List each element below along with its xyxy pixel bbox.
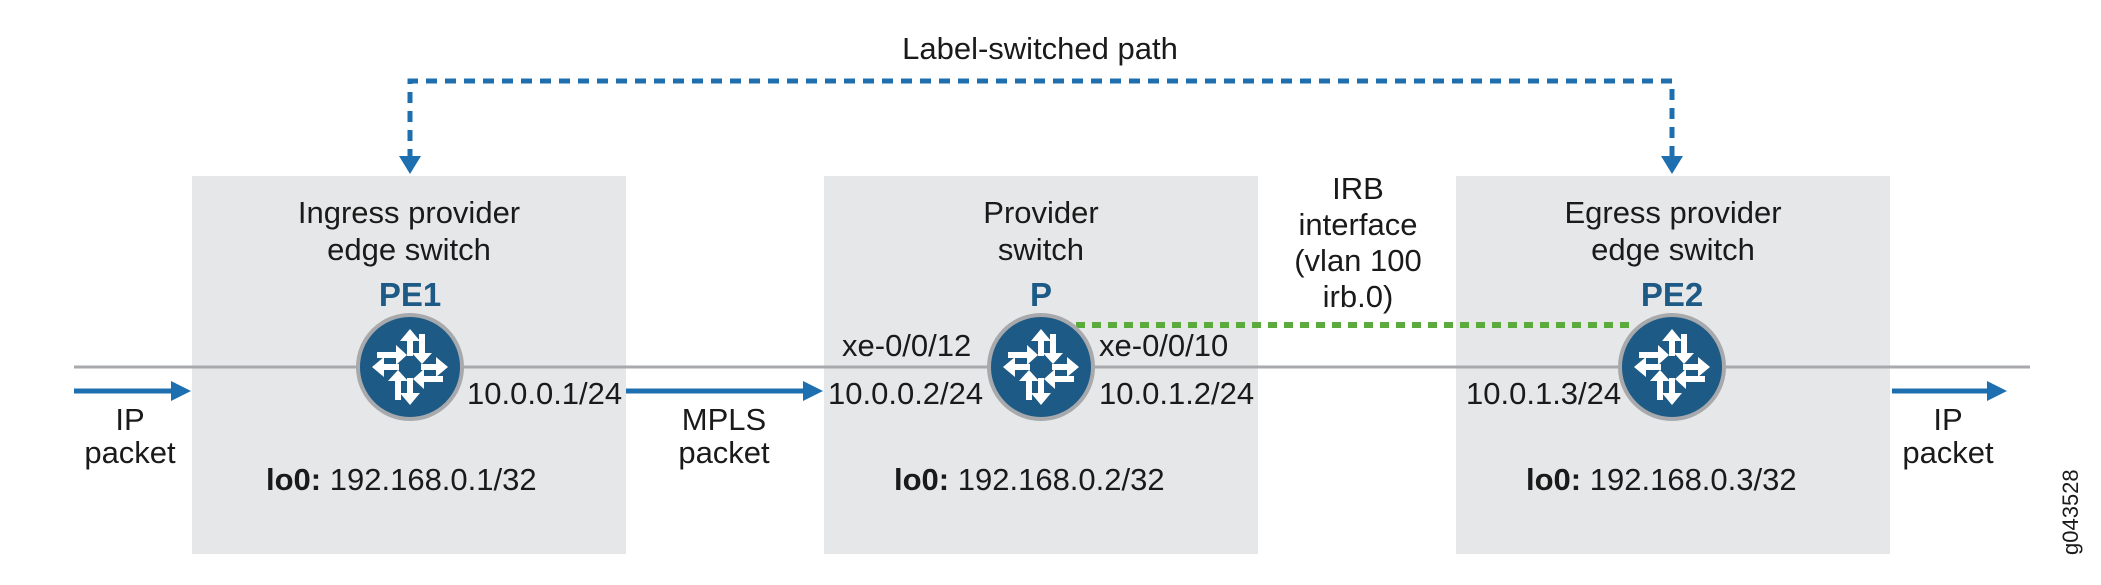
- irb-line1: IRB: [1332, 171, 1384, 206]
- ip-out-label-line1: IP: [1933, 402, 1963, 437]
- irb-line2: interface: [1298, 207, 1418, 242]
- figure-id: g043528: [2058, 469, 2083, 555]
- p-loopback: lo0: 192.168.0.2/32: [894, 461, 1165, 498]
- pe1-name: PE1: [378, 276, 442, 313]
- p-router-icon: [987, 313, 1095, 421]
- irb-line3: (vlan 100: [1294, 243, 1422, 278]
- pe1-loopback: lo0: 192.168.0.1/32: [266, 461, 537, 498]
- p-lo-value: 192.168.0.2/32: [957, 462, 1165, 497]
- lsp-label: Label-switched path: [902, 31, 1178, 66]
- pe2-title-line2: edge switch: [1591, 232, 1755, 267]
- pe2-iface-ip: 10.0.1.3/24: [1466, 376, 1622, 411]
- pe1-lo-key: lo0:: [266, 462, 322, 497]
- pe1-router-icon: [356, 313, 464, 421]
- pe2-lo-value: 192.168.0.3/32: [1589, 462, 1797, 497]
- pe2-name: PE2: [1640, 276, 1704, 313]
- irb-line4: irb.0): [1322, 279, 1394, 314]
- p-iface-right-ip: 10.0.1.2/24: [1099, 376, 1255, 411]
- ip-out-label-line2: packet: [1902, 435, 1994, 470]
- p-iface-left-ip: 10.0.0.2/24: [828, 376, 984, 411]
- p-title-line1: Provider: [983, 195, 1099, 230]
- ip-in-label-line1: IP: [115, 402, 145, 437]
- ip-in-label-line2: packet: [84, 435, 176, 470]
- lsp-path: [407, 78, 1675, 160]
- p-name: P: [1029, 276, 1052, 313]
- mpls-label-line1: MPLS: [681, 402, 767, 437]
- pe1-iface-ip: 10.0.0.1/24: [467, 376, 623, 411]
- pe1-title-line2: edge switch: [327, 232, 491, 267]
- p-lo-key: lo0:: [894, 462, 950, 497]
- p-iface-right-name: xe-0/0/10: [1099, 328, 1229, 363]
- mpls-label-line2: packet: [678, 435, 770, 470]
- p-iface-left-name: xe-0/0/12: [842, 328, 972, 363]
- pe2-loopback: lo0: 192.168.0.3/32: [1526, 461, 1797, 498]
- p-title-line2: switch: [997, 232, 1085, 267]
- lsp-arrowhead-left: [399, 156, 421, 174]
- pe2-router-icon: [1618, 313, 1726, 421]
- pe2-title-line1: Egress provider: [1564, 195, 1782, 230]
- pe1-lo-value: 192.168.0.1/32: [329, 462, 537, 497]
- pe2-lo-key: lo0:: [1526, 462, 1582, 497]
- pe1-title-line1: Ingress provider: [297, 195, 521, 230]
- lsp-arrowhead-right: [1661, 156, 1683, 174]
